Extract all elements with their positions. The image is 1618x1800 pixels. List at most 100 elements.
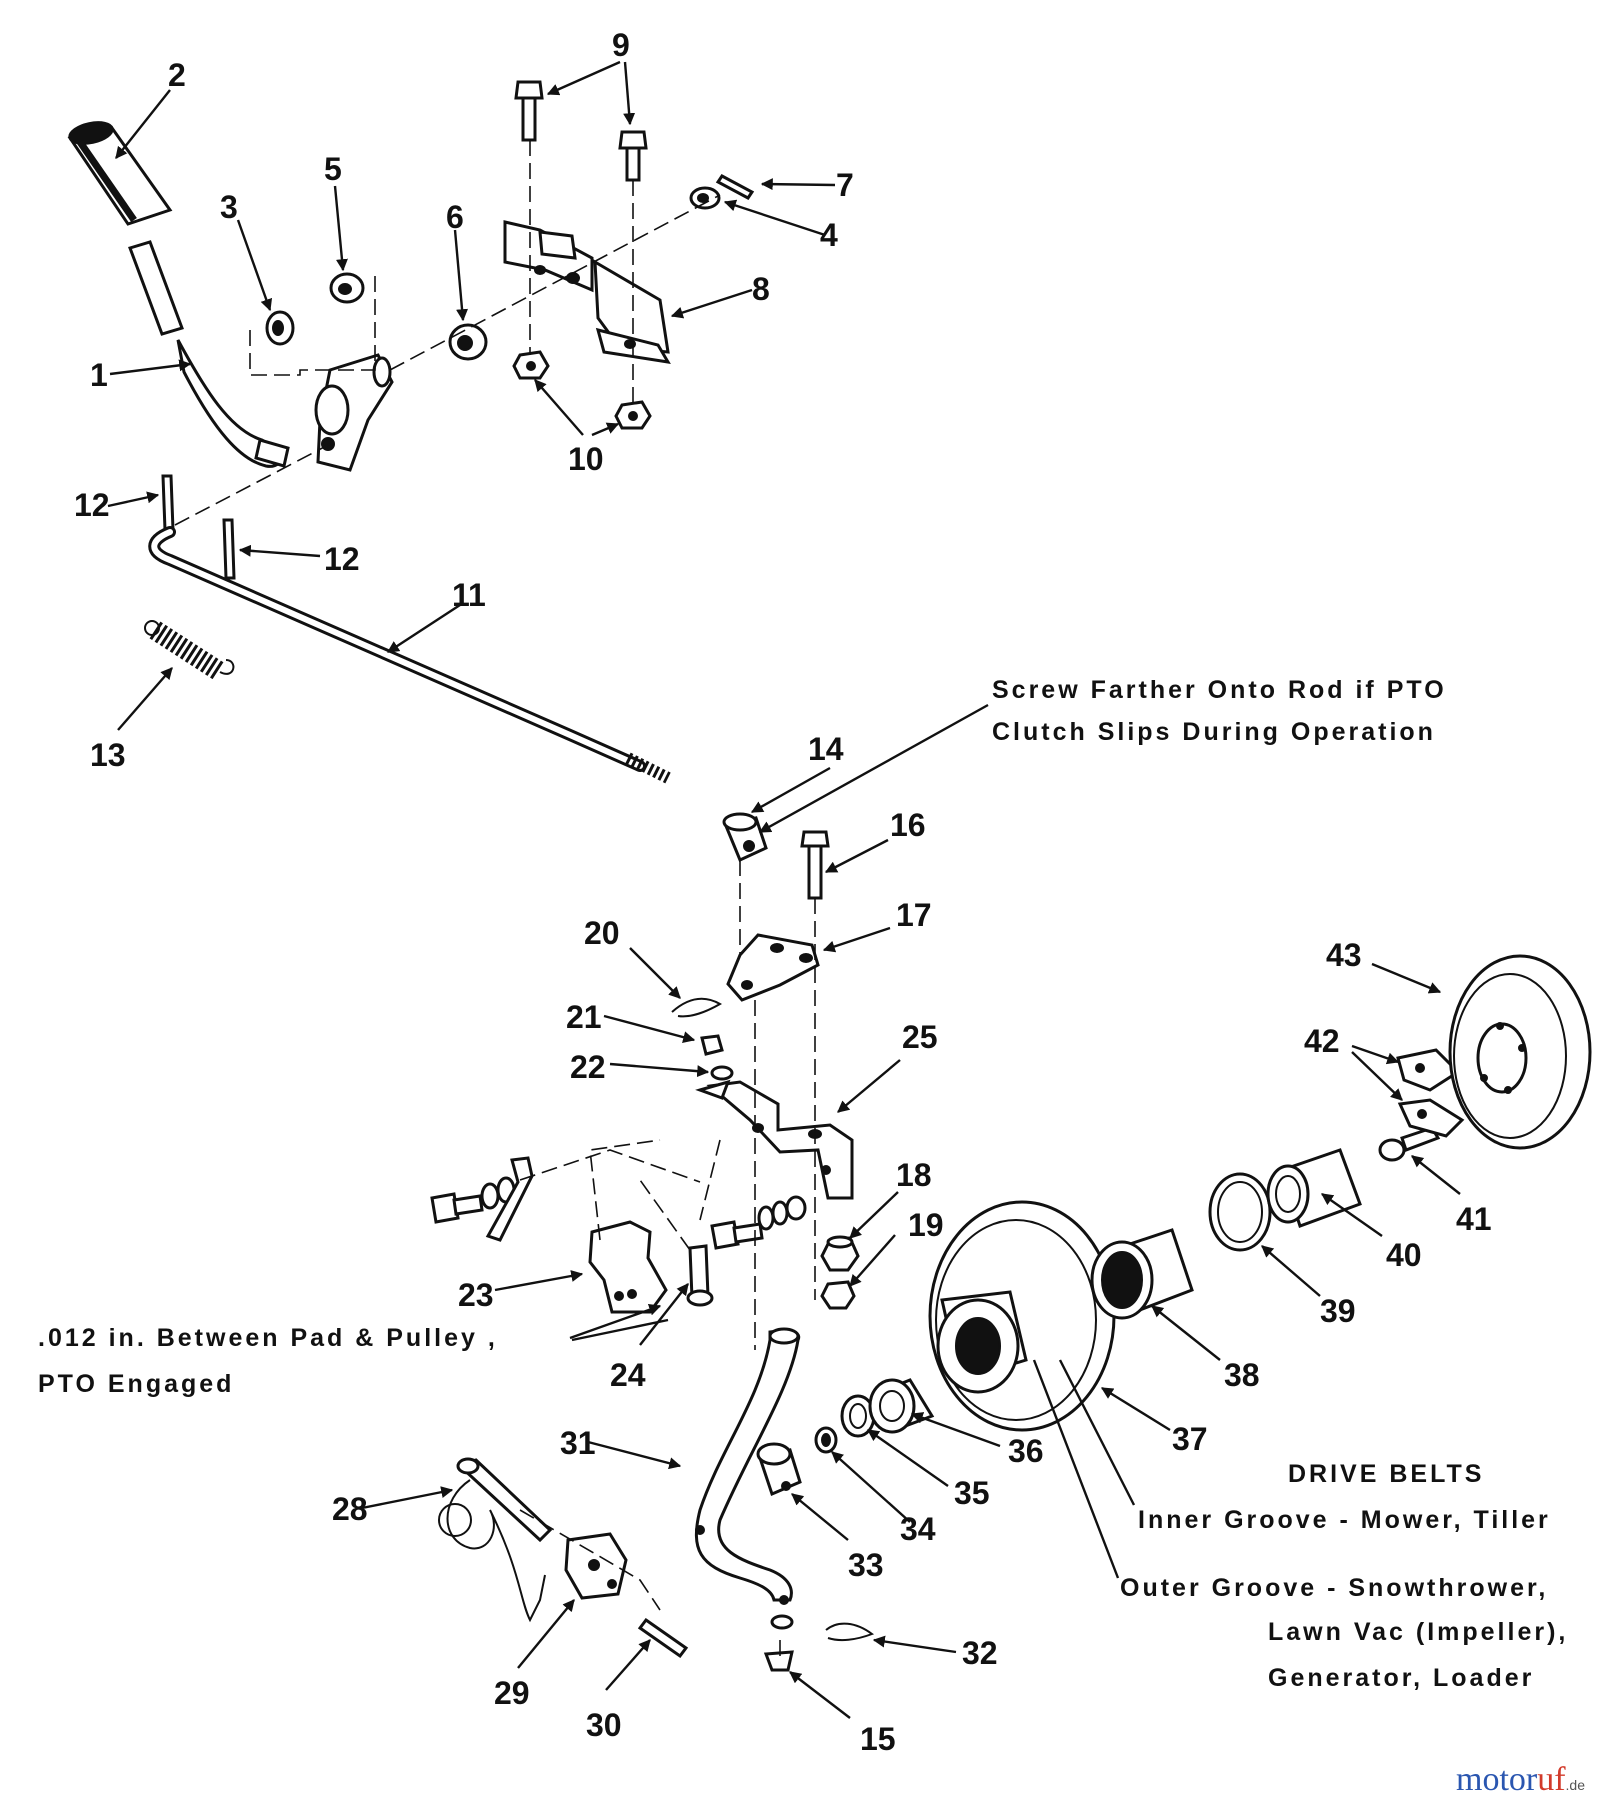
callout-17: 17 <box>896 897 932 933</box>
pin-7 <box>715 174 755 200</box>
callout-37: 37 <box>1172 1421 1208 1457</box>
bolt-9b <box>618 130 648 182</box>
callout-18: 18 <box>896 1157 932 1193</box>
note-pad-1: .012 in. Between Pad & Pulley , <box>38 1324 498 1352</box>
callout-14: 14 <box>808 731 844 767</box>
callout-5: 5 <box>324 151 342 187</box>
spacer-40 <box>1266 1148 1362 1228</box>
callout-12a: 12 <box>74 487 110 523</box>
callout-32: 32 <box>962 1635 998 1671</box>
callout-7: 7 <box>836 167 854 203</box>
callout-1: 1 <box>90 357 108 393</box>
washer-4 <box>689 186 721 210</box>
control-rod <box>148 526 671 784</box>
svg-text:motoruf.de: motoruf.de <box>1456 1761 1585 1798</box>
note-belts-title: DRIVE BELTS <box>1288 1460 1484 1488</box>
callout-43: 43 <box>1326 937 1362 973</box>
callout-25: 25 <box>902 1019 938 1055</box>
hairpin-32 <box>825 1622 875 1642</box>
callout-numbers: 1 2 3 4 5 6 7 8 9 10 11 12 12 13 14 15 1… <box>74 27 1492 1757</box>
nut-10b <box>614 400 652 430</box>
note-inner-groove: Inner Groove - Mower, Tiller <box>1138 1506 1551 1534</box>
bushing-6 <box>448 323 488 361</box>
callout-28: 28 <box>332 1491 368 1527</box>
note-outer-groove-1: Outer Groove - Snowthrower, <box>1120 1574 1548 1602</box>
brake-pad-bracket <box>588 1220 668 1314</box>
thrust-washer-39 <box>1208 1172 1272 1252</box>
note-outer-groove-3: Generator, Loader <box>1268 1664 1534 1692</box>
spring-block <box>564 1532 628 1600</box>
bolt-assembly-left <box>430 1156 534 1242</box>
watermark-part2: uf <box>1537 1761 1566 1798</box>
callout-29: 29 <box>494 1675 530 1711</box>
note-pto-rod-2: Clutch Slips During Operation <box>992 718 1436 746</box>
callout-30: 30 <box>586 1707 622 1743</box>
trunnion <box>722 812 768 863</box>
bolt-16 <box>800 830 830 900</box>
bolt-24 <box>686 1244 714 1307</box>
torsion-spring <box>438 1457 553 1623</box>
nut-19 <box>820 1280 856 1310</box>
bushing-3 <box>265 310 295 346</box>
callout-10: 10 <box>568 441 604 477</box>
leader-lines <box>107 60 1461 1719</box>
callout-21: 21 <box>566 999 602 1035</box>
watermark-part1: motor <box>1456 1761 1538 1798</box>
brake-segments <box>1396 1048 1465 1138</box>
callout-34: 34 <box>900 1511 936 1547</box>
annotations: Screw Farther Onto Rod if PTO Clutch Sli… <box>38 676 1565 1692</box>
pivot-bracket <box>314 353 394 472</box>
pto-pulley <box>928 1200 1116 1432</box>
callout-20: 20 <box>584 915 620 951</box>
note-pto-rod-1: Screw Farther Onto Rod if PTO <box>992 676 1447 704</box>
spring <box>144 620 235 681</box>
assembly-lines <box>174 140 816 1660</box>
lever <box>128 240 290 468</box>
callout-9: 9 <box>612 27 630 63</box>
grip <box>67 121 173 226</box>
hairpin-clip <box>671 997 723 1018</box>
plate-17 <box>726 933 820 1002</box>
callout-2: 2 <box>168 57 186 93</box>
callout-31: 31 <box>560 1425 596 1461</box>
washer-15 <box>763 1650 794 1672</box>
watermark-suffix: .de <box>1566 1777 1586 1793</box>
callout-35: 35 <box>954 1475 990 1511</box>
callout-19: 19 <box>908 1207 944 1243</box>
pulley-disc <box>1448 954 1592 1150</box>
cotter-pin-12a <box>161 474 175 532</box>
callout-24: 24 <box>610 1357 646 1393</box>
bearing-36 <box>868 1378 935 1434</box>
callout-4: 4 <box>820 217 838 253</box>
snap-ring-34 <box>814 1426 838 1454</box>
callout-11: 11 <box>452 577 486 613</box>
washer-22 <box>710 1065 734 1081</box>
needle-bearing <box>1090 1228 1194 1320</box>
callout-33: 33 <box>848 1547 884 1583</box>
callout-36: 36 <box>1008 1433 1044 1469</box>
bushing-33 <box>756 1442 802 1497</box>
callout-39: 39 <box>1320 1293 1356 1329</box>
pin-30 <box>637 1617 689 1659</box>
callout-12b: 12 <box>324 541 360 577</box>
callout-3: 3 <box>220 189 238 225</box>
brake-bracket <box>695 1079 854 1200</box>
callout-15: 15 <box>860 1721 896 1757</box>
callout-13: 13 <box>90 737 126 773</box>
nut-18 <box>820 1235 860 1272</box>
callout-41: 41 <box>1456 1201 1492 1237</box>
nut-21 <box>700 1034 724 1056</box>
bolt-assembly-middle <box>710 1195 807 1250</box>
nut-10a <box>512 350 550 380</box>
watermark: motoruf.de <box>1456 1761 1585 1798</box>
bolt-41 <box>1378 1126 1441 1162</box>
callout-40: 40 <box>1386 1237 1422 1273</box>
callout-23: 23 <box>458 1277 494 1313</box>
bushing-5 <box>329 272 365 304</box>
note-pad-2: PTO Engaged <box>38 1370 234 1398</box>
callout-42: 42 <box>1304 1023 1340 1059</box>
callout-6: 6 <box>446 199 464 235</box>
callout-16: 16 <box>890 807 926 843</box>
